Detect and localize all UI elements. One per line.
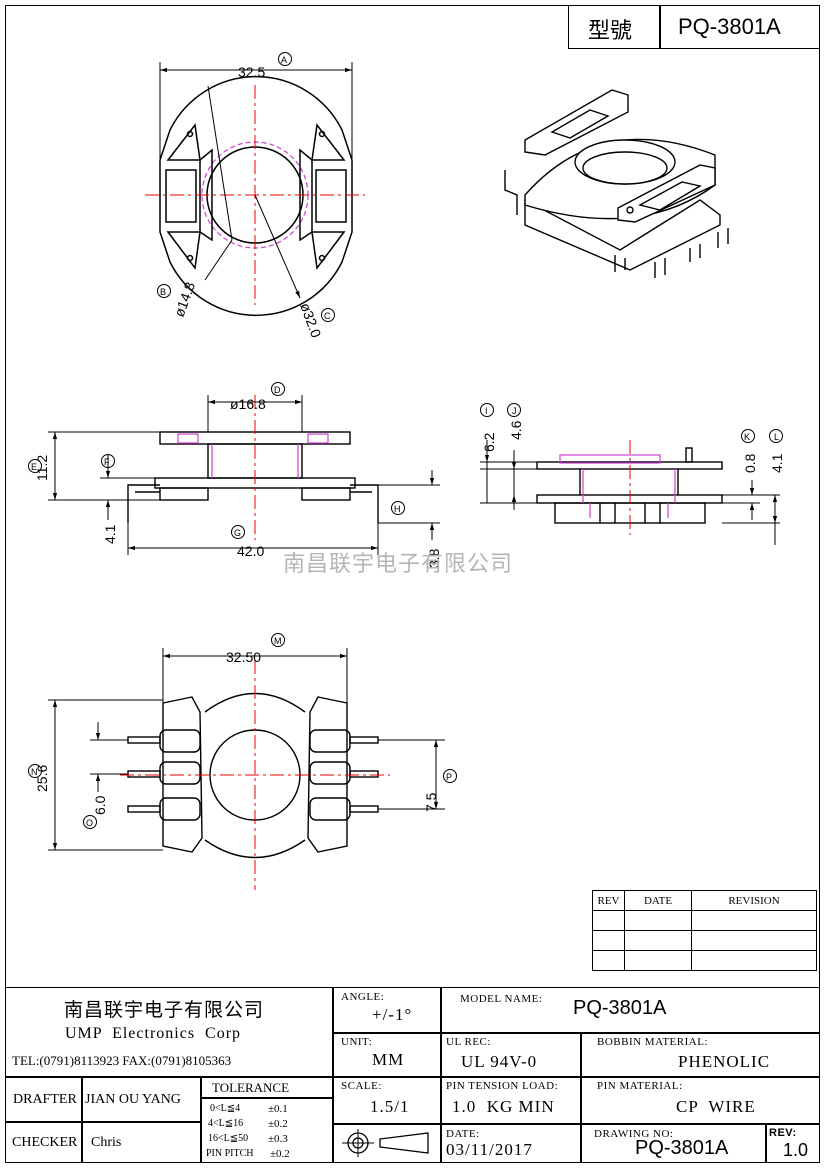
dim-i-tag: I bbox=[485, 406, 488, 416]
header-divider bbox=[659, 5, 661, 49]
dim-e-value: 11.2 bbox=[34, 455, 50, 481]
unit-label: UNIT: bbox=[341, 1036, 373, 1048]
tolerance-value-1: ±0.2 bbox=[268, 1118, 288, 1130]
unit-value: MM bbox=[372, 1050, 405, 1069]
dim-k-value: 0.8 bbox=[742, 453, 758, 473]
dim-a-tag: A bbox=[281, 55, 287, 65]
drafter-label: DRAFTER bbox=[13, 1092, 77, 1107]
bottom-view-dims bbox=[48, 648, 445, 851]
angle-label: ANGLE: bbox=[341, 991, 385, 1003]
dim-d-value: ø16.8 bbox=[230, 396, 266, 412]
side-view-dims bbox=[480, 440, 780, 545]
tolerance-range-1: 4<L≦16 bbox=[208, 1118, 244, 1129]
drafter-value: JIAN OU YANG bbox=[85, 1092, 181, 1107]
dim-c-tag: C bbox=[324, 311, 331, 321]
company-name-en: UMP Electronics Corp bbox=[65, 1025, 242, 1042]
revision-table: REV DATE REVISION bbox=[592, 890, 817, 971]
dim-c-value: ø32.0 bbox=[297, 301, 324, 340]
dim-j-tag: J bbox=[512, 406, 517, 416]
top-view-outline bbox=[159, 75, 353, 317]
dim-d-tag: D bbox=[274, 385, 281, 395]
dim-m-tag: M bbox=[274, 636, 282, 646]
checker-value: Chris bbox=[91, 1135, 122, 1150]
date-value: 03/11/2017 bbox=[446, 1140, 533, 1159]
projection-symbol bbox=[342, 1129, 429, 1157]
pin-material-label: PIN MATERIAL: bbox=[597, 1080, 683, 1092]
dim-h-tag: H bbox=[394, 504, 401, 514]
dim-o-value: 6.0 bbox=[92, 795, 108, 815]
dim-b-tag: B bbox=[160, 287, 166, 297]
dim-a-value: 32.5 bbox=[238, 64, 265, 80]
drawing-no-label: DRAWING NO: bbox=[594, 1128, 674, 1140]
dim-b-value: ø14.8 bbox=[171, 280, 198, 319]
top-view-dims bbox=[159, 62, 353, 299]
pin-material-value: CP WIRE bbox=[676, 1097, 756, 1116]
scale-label: SCALE: bbox=[341, 1080, 382, 1092]
scale-value: 1.5/1 bbox=[370, 1097, 410, 1116]
bobbin-label: BOBBIN MATERIAL: bbox=[597, 1036, 708, 1048]
tolerance-range-2: 16<L≦50 bbox=[208, 1133, 249, 1144]
date-label: DATE: bbox=[446, 1128, 480, 1140]
drawing-frame bbox=[5, 5, 820, 1163]
tolerance-value-0: ±0.1 bbox=[268, 1103, 288, 1115]
dim-l-tag: L bbox=[774, 432, 779, 442]
dim-l-value: 4.1 bbox=[769, 453, 785, 473]
dim-n-value: 25.6 bbox=[34, 765, 50, 792]
front-view-dims bbox=[48, 395, 440, 555]
tolerance-value-3: ±0.2 bbox=[270, 1148, 290, 1160]
tolerance-label: TOLERANCE bbox=[212, 1080, 290, 1095]
dim-p-tag: P bbox=[446, 772, 452, 782]
company-name-cn: 南昌联宇电子有限公司 bbox=[64, 999, 265, 1021]
company-contact: TEL:(0791)8113923 FAX:(0791)8105363 bbox=[12, 1053, 232, 1068]
rev-label: REV: bbox=[769, 1127, 797, 1139]
dim-f-value: 4.1 bbox=[102, 524, 118, 544]
model-name-value: PQ-3801A bbox=[573, 997, 667, 1019]
dim-e-tag: E bbox=[31, 462, 37, 472]
tolerance-value-2: ±0.3 bbox=[268, 1133, 288, 1145]
ul-value: UL 94V-0 bbox=[461, 1052, 538, 1071]
isometric-view bbox=[504, 89, 729, 278]
tolerance-range-0: 0<L≦4 bbox=[210, 1103, 241, 1114]
header-model-value: PQ-3801A bbox=[678, 14, 781, 39]
dim-i-value: 6.2 bbox=[481, 432, 497, 452]
rev-value: 1.0 bbox=[783, 1140, 809, 1160]
rev-header-revision: REVISION bbox=[691, 890, 817, 911]
dim-n-tag: N bbox=[31, 767, 38, 777]
dim-j-value: 4.6 bbox=[508, 420, 524, 440]
dim-f-tag: F bbox=[104, 457, 110, 467]
dim-h-value: 3.8 bbox=[426, 548, 442, 568]
header-model-box bbox=[568, 5, 820, 49]
dim-k-tag: K bbox=[744, 432, 750, 442]
drawing-no-value: PQ-3801A bbox=[635, 1137, 729, 1159]
dim-g-value: 42.0 bbox=[237, 543, 264, 559]
tolerance-range-3: PIN PITCH bbox=[206, 1148, 254, 1159]
watermark: 南昌联宇电子有限公司 bbox=[283, 552, 514, 577]
model-name-label: MODEL NAME: bbox=[460, 993, 543, 1005]
front-view bbox=[127, 431, 379, 523]
header-model-label: 型號 bbox=[588, 19, 633, 44]
dim-p-value: 7.5 bbox=[423, 792, 439, 812]
ul-label: UL REC: bbox=[446, 1036, 491, 1048]
technical-drawing: 32.5 A ø14.8 B ø32.0 C bbox=[28, 52, 785, 890]
bobbin-value: PHENOLIC bbox=[678, 1052, 771, 1071]
title-block bbox=[5, 987, 820, 1163]
dim-g-tag: G bbox=[234, 528, 241, 538]
pin-tension-value: 1.0 KG MIN bbox=[452, 1097, 555, 1116]
dim-o-tag: O bbox=[86, 818, 93, 828]
dim-m-value: 32.50 bbox=[226, 649, 261, 665]
checker-label: CHECKER bbox=[12, 1135, 78, 1150]
angle-value: +/-1° bbox=[372, 1005, 413, 1024]
pin-tension-label: PIN TENSION LOAD: bbox=[446, 1080, 559, 1092]
rev-header-rev: REV bbox=[592, 890, 625, 911]
top-view bbox=[159, 75, 353, 317]
rev-header-date: DATE bbox=[624, 890, 692, 911]
